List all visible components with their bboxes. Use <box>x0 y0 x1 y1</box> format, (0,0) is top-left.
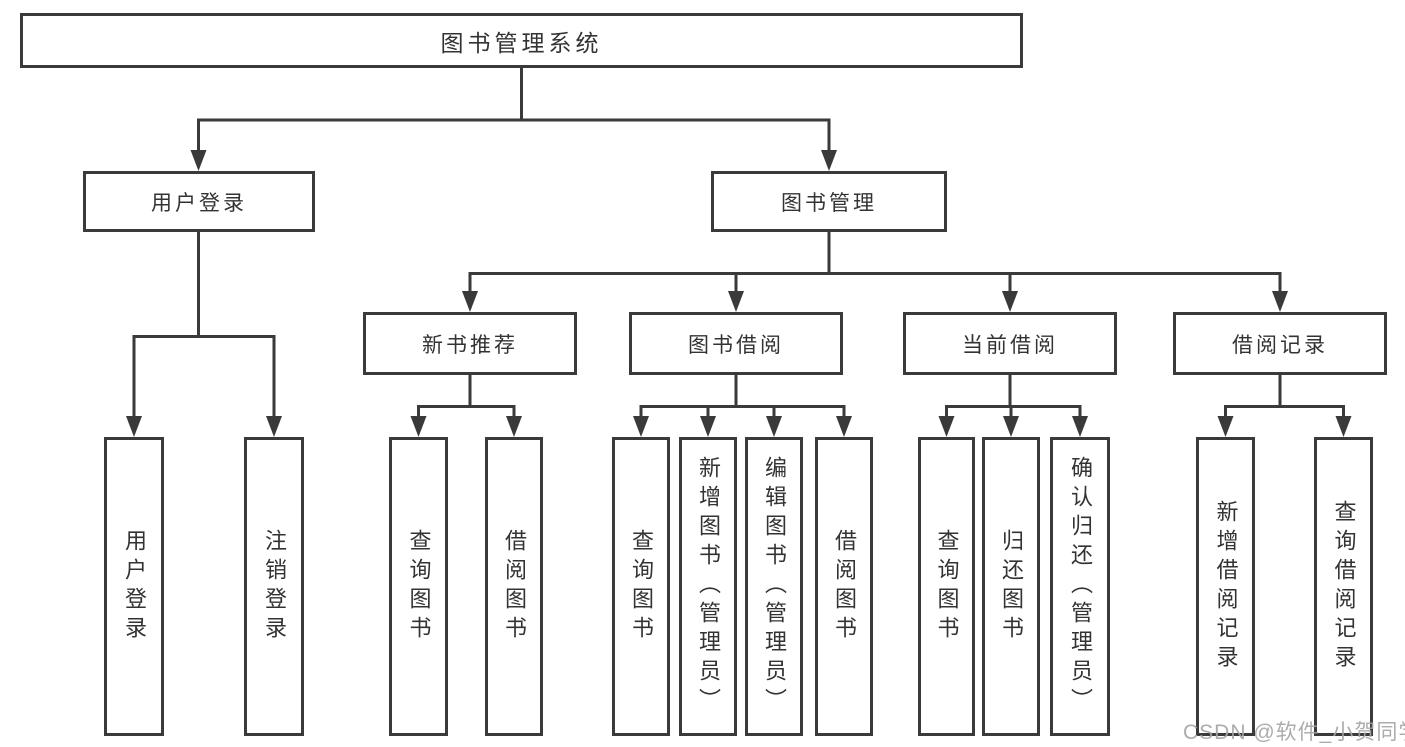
node-leaf-confirm-return-admin: 确认归还（管理员） <box>1050 437 1110 736</box>
node-leaf-return-book: 归还图书 <box>982 437 1040 736</box>
node-leaf-query-books-recommend-label: 查询图书 <box>406 528 432 645</box>
node-leaf-logout: 注销登录 <box>244 437 304 736</box>
node-borrow-records: 借阅记录 <box>1173 312 1387 375</box>
node-book-borrow-label: 图书借阅 <box>688 333 784 357</box>
node-root-label: 图书管理系统 <box>440 29 603 56</box>
node-leaf-add-book-admin: 新增图书（管理员） <box>679 437 737 736</box>
node-leaf-edit-book-admin-label: 编辑图书（管理员） <box>762 456 787 717</box>
node-borrow-records-label: 借阅记录 <box>1232 333 1328 357</box>
node-leaf-borrow-books-recommend-label: 借阅图书 <box>502 528 527 645</box>
node-user-login-label: 用户登录 <box>151 191 247 215</box>
node-leaf-logout-label: 注销登录 <box>262 528 287 645</box>
node-root: 图书管理系统 <box>20 13 1023 68</box>
node-leaf-query-books-current: 查询图书 <box>918 437 975 736</box>
node-book-management-label: 图书管理 <box>781 191 877 215</box>
node-leaf-query-borrow-record-label: 查询借阅记录 <box>1331 499 1357 674</box>
node-leaf-query-books-recommend: 查询图书 <box>389 437 448 736</box>
node-new-book-recommend: 新书推荐 <box>363 312 577 375</box>
arrowheads <box>126 150 1352 437</box>
node-leaf-return-book-label: 归还图书 <box>999 528 1024 645</box>
node-leaf-user-login: 用户登录 <box>104 437 164 736</box>
node-book-management: 图书管理 <box>711 171 947 232</box>
node-leaf-query-books-current-label: 查询图书 <box>934 528 960 645</box>
node-user-login: 用户登录 <box>83 171 315 232</box>
node-leaf-query-books-borrow-label: 查询图书 <box>629 528 654 645</box>
node-leaf-add-book-admin-label: 新增图书（管理员） <box>696 456 721 717</box>
node-current-borrow: 当前借阅 <box>903 312 1117 375</box>
node-leaf-query-borrow-record: 查询借阅记录 <box>1314 437 1373 736</box>
node-leaf-user-login-label: 用户登录 <box>122 528 147 645</box>
node-leaf-add-borrow-record: 新增借阅记录 <box>1196 437 1255 736</box>
node-new-book-recommend-label: 新书推荐 <box>422 333 518 357</box>
node-leaf-borrow-books-recommend: 借阅图书 <box>485 437 543 736</box>
node-leaf-edit-book-admin: 编辑图书（管理员） <box>745 437 803 736</box>
node-book-borrow: 图书借阅 <box>629 312 843 375</box>
csdn-watermark: CSDN @软件_小贺同学 <box>1183 721 1405 744</box>
node-leaf-confirm-return-admin-label: 确认归还（管理员） <box>1068 456 1093 717</box>
node-leaf-query-books-borrow: 查询图书 <box>612 437 670 736</box>
node-leaf-add-borrow-record-label: 新增借阅记录 <box>1213 499 1239 674</box>
node-leaf-borrow-books: 借阅图书 <box>815 437 873 736</box>
node-leaf-borrow-books-label: 借阅图书 <box>832 528 857 645</box>
node-current-borrow-label: 当前借阅 <box>962 333 1058 357</box>
